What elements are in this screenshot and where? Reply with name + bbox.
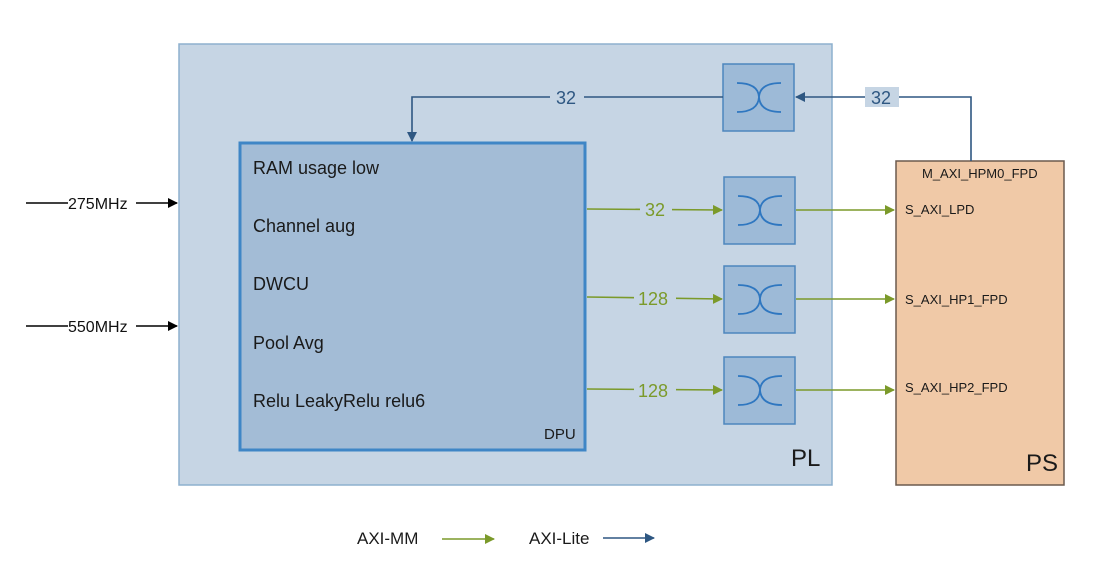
width-label-bg bbox=[640, 199, 672, 220]
ps-port-s-axi-hp1-fpd: S_AXI_HP1_FPD bbox=[905, 292, 1008, 307]
axi-lite-width-to-dpu: 32 bbox=[556, 88, 576, 108]
dpu-feature-ram-usage-low: RAM usage low bbox=[253, 158, 380, 178]
interconnect-switch-mm-0 bbox=[723, 176, 796, 245]
interconnect-switch-mm-2 bbox=[723, 356, 796, 425]
ps-port-s-axi-hp2-fpd: S_AXI_HP2_FPD bbox=[905, 380, 1008, 395]
ps-block bbox=[895, 160, 1065, 486]
width-label-bg bbox=[550, 87, 584, 107]
width-label-bg bbox=[634, 288, 676, 309]
pl-label: PL bbox=[791, 445, 820, 472]
dpu-label: DPU bbox=[544, 426, 576, 443]
switch-cross-icon bbox=[736, 82, 782, 113]
legend-axi-lite-label: AXI-Lite bbox=[529, 529, 589, 548]
switch-cross-icon bbox=[737, 375, 783, 406]
ps-port-s-axi-lpd: S_AXI_LPD bbox=[905, 202, 974, 217]
axi-lite-connector-ps bbox=[795, 92, 972, 161]
clock-label-275mhz: 275MHz bbox=[68, 196, 128, 213]
axi-lite-width-from-ps: 32 bbox=[871, 88, 891, 108]
axi-mm-width-2: 128 bbox=[638, 381, 668, 401]
interconnect-switch-lite bbox=[722, 63, 795, 132]
interconnect-switch-mm-1 bbox=[723, 265, 796, 334]
ps-port-m-axi-hpm0-fpd: M_AXI_HPM0_FPD bbox=[922, 166, 1038, 181]
legend-axi-mm-label: AXI-MM bbox=[357, 529, 418, 548]
width-label-bg bbox=[865, 87, 899, 107]
dpu-feature-relu: Relu LeakyRelu relu6 bbox=[253, 391, 425, 411]
ps-label: PS bbox=[1026, 450, 1058, 477]
axi-mm-width-0: 32 bbox=[645, 200, 665, 220]
dpu-block bbox=[238, 141, 587, 452]
clock-label-550mhz: 550MHz bbox=[68, 319, 128, 336]
axi-lite-connector-dpu bbox=[407, 96, 723, 142]
legend: AXI-MM AXI-Lite bbox=[357, 529, 655, 548]
dpu-feature-channel-aug: Channel aug bbox=[253, 216, 355, 236]
switch-cross-icon bbox=[737, 284, 783, 315]
dpu-feature-pool-avg: Pool Avg bbox=[253, 333, 324, 353]
width-label-bg bbox=[634, 380, 676, 401]
axi-mm-width-1: 128 bbox=[638, 289, 668, 309]
switch-cross-icon bbox=[737, 195, 783, 226]
dpu-feature-dwcu: DWCU bbox=[253, 274, 309, 294]
